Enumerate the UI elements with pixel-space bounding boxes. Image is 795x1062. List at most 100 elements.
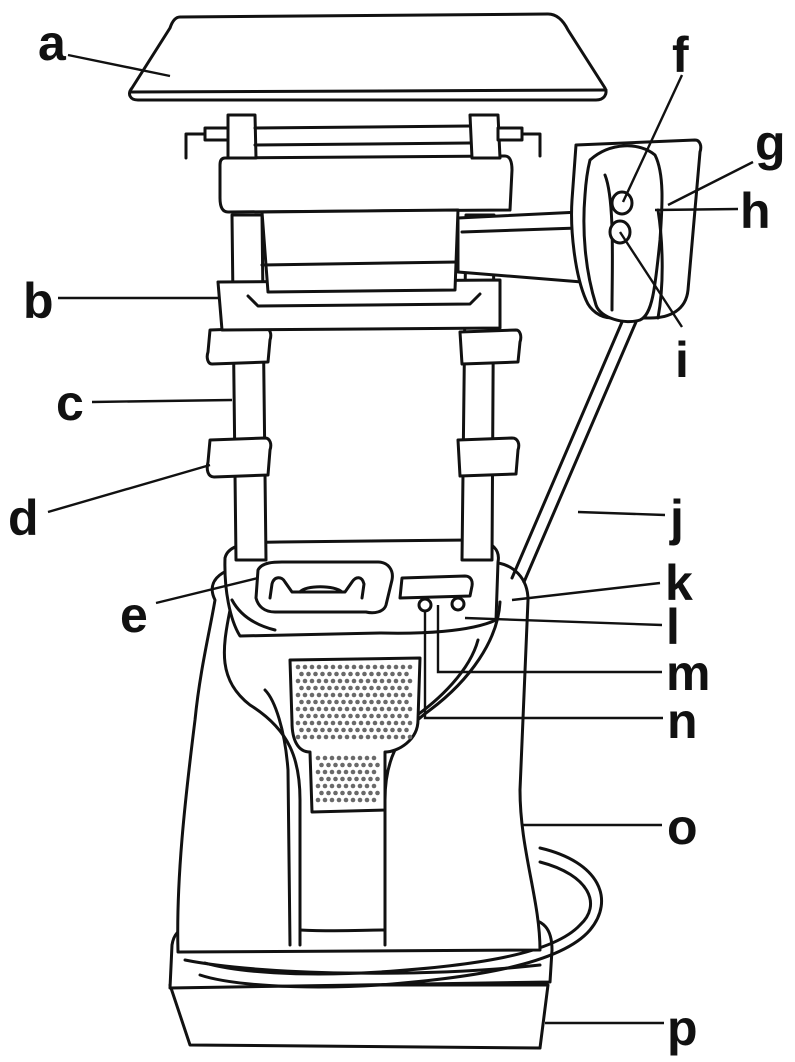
vent-dot — [376, 713, 381, 719]
vent-dot — [390, 713, 395, 719]
vent-dot — [327, 685, 332, 691]
vent-dot — [320, 685, 325, 691]
vent-dot — [340, 776, 345, 782]
vent-dot — [330, 664, 336, 670]
vent-dot — [306, 713, 311, 719]
handpiece-button-upper — [610, 190, 634, 216]
vent-dot — [341, 727, 346, 733]
vent-dot — [379, 734, 385, 740]
vent-dot — [355, 699, 360, 705]
vent-dot — [407, 734, 413, 740]
vent-dot — [320, 727, 325, 733]
vent-dot — [315, 797, 321, 803]
label-m: m — [666, 645, 710, 701]
vent-dot — [368, 776, 373, 782]
vent-dot — [341, 713, 346, 719]
vent-dot — [309, 664, 315, 670]
vent-dot — [322, 783, 328, 789]
vent-dot — [343, 755, 349, 761]
vent-dot — [341, 699, 346, 705]
vent-dot — [407, 720, 413, 726]
vent-dot — [348, 685, 353, 691]
vent-dot — [365, 734, 371, 740]
vent-dot — [299, 727, 304, 733]
vent-dot — [390, 699, 395, 705]
label-o: o — [667, 799, 698, 855]
vent-dot — [319, 762, 324, 768]
vent-dot — [358, 692, 364, 698]
vent-dot — [357, 755, 363, 761]
label-d: d — [8, 490, 39, 546]
vent-dot — [306, 727, 311, 733]
label-f: f — [672, 27, 689, 83]
vent-dot — [315, 755, 321, 761]
vent-dot — [322, 755, 328, 761]
vent-dot — [348, 727, 353, 733]
vent-dot — [393, 692, 399, 698]
vent-dot — [351, 692, 357, 698]
vent-dot — [400, 734, 406, 740]
vent-dot — [404, 699, 409, 705]
vent-dot — [333, 762, 338, 768]
vent-dot — [309, 692, 315, 698]
vent-dot — [354, 776, 359, 782]
vent-dot — [375, 776, 380, 782]
vent-dot — [369, 699, 374, 705]
vent-dot — [365, 678, 371, 684]
vent-dot — [295, 734, 301, 740]
vent-dot — [362, 685, 367, 691]
vent-dot — [393, 678, 399, 684]
vent-dot — [390, 685, 395, 691]
leader-l — [464, 616, 663, 627]
vent-dot — [326, 762, 331, 768]
vent-dot — [347, 776, 352, 782]
vent-dot — [330, 678, 336, 684]
vent-dot — [316, 692, 322, 698]
label-n: n — [667, 693, 698, 749]
label-j: j — [669, 490, 684, 546]
vent-dot — [397, 671, 402, 677]
vent-dot — [336, 755, 342, 761]
vent-dot — [355, 727, 360, 733]
vent-dot — [358, 706, 364, 712]
vent-dot — [351, 720, 357, 726]
leader-a — [67, 53, 171, 78]
vent-dot — [397, 685, 402, 691]
vent-dot — [327, 727, 332, 733]
vent-dot — [302, 664, 308, 670]
vent-dot — [372, 678, 378, 684]
vent-dot — [400, 692, 406, 698]
vent-dot — [313, 685, 318, 691]
vent-dot — [323, 692, 329, 698]
vent-dot — [357, 769, 363, 775]
vent-dot — [369, 671, 374, 677]
vent-dot — [383, 727, 388, 733]
vent-dot — [337, 734, 343, 740]
vent-dot — [379, 664, 385, 670]
vent-dot — [393, 706, 399, 712]
vent-dot — [329, 769, 335, 775]
vent-dot — [337, 706, 343, 712]
port-left — [417, 597, 433, 613]
vent-dot — [386, 664, 392, 670]
vent-dot — [354, 790, 359, 796]
vent-dot — [309, 720, 315, 726]
vent-dot — [306, 685, 311, 691]
vent-dot — [350, 769, 356, 775]
label-i: i — [675, 332, 689, 388]
vent-dot — [407, 706, 413, 712]
handpiece-cable — [510, 320, 638, 584]
vent-dot — [400, 720, 406, 726]
vent-dot — [334, 713, 339, 719]
display-window — [398, 574, 474, 600]
vent-dot — [379, 720, 385, 726]
leader-lines — [47, 53, 754, 1025]
vent-dot — [344, 664, 350, 670]
probe-cradle — [254, 560, 394, 615]
port-right — [450, 596, 466, 612]
vent-dot — [361, 762, 366, 768]
vent-dot — [351, 664, 357, 670]
leader-c — [91, 398, 233, 404]
vent-dot — [347, 762, 352, 768]
